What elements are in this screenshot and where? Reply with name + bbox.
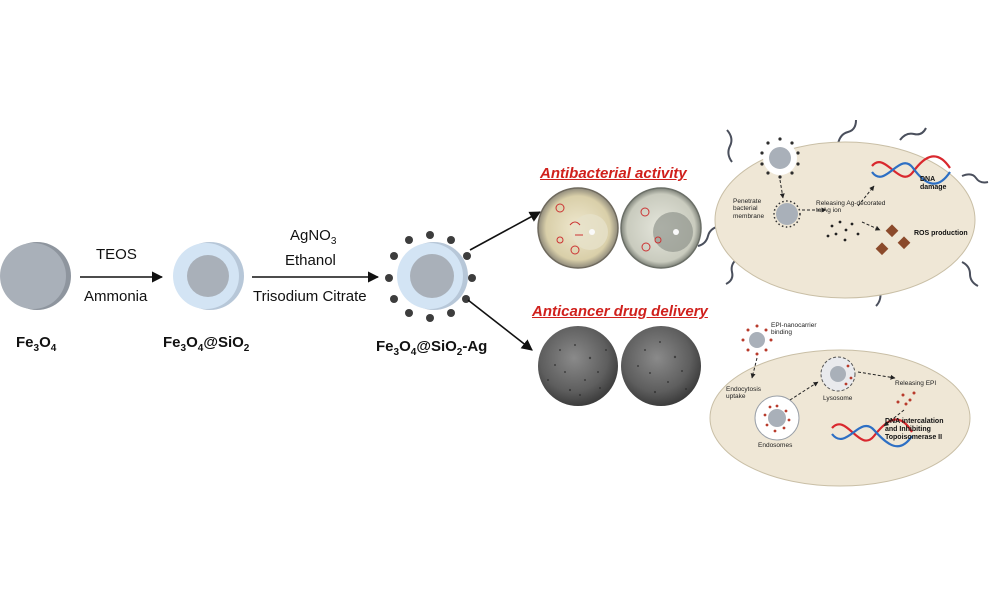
reagent-teos: TEOS [96,246,137,263]
text-releasing-epi: Releasing EPI [895,380,937,387]
sem-image-1 [538,326,618,406]
endosome [754,395,800,441]
cancer-cell [709,349,971,487]
nanoparticle-entering [760,137,800,179]
lysosome [820,356,856,392]
released-ag-ions [826,220,860,242]
reagent-ethanol: Ethanol [285,252,336,269]
text-epi-binding: EPI-nanocarrier binding [771,322,817,337]
anticancer-flow-arrows [750,357,905,427]
reagent-ammonia: Ammonia [84,288,148,305]
text-penetrate-membrane: Penetrate bacterial membrane [733,198,765,220]
nanoparticle-inside [773,200,801,228]
text-dna-damage: DNA damage [920,176,947,192]
silver-nanoparticles [385,231,476,322]
arrow-to-antibacterial [469,211,541,251]
text-dna-intercalation: DNA intercalation and Inhibiting Topoiso… [885,418,944,442]
heading-antibacterial: Antibacterial activity [540,165,687,182]
text-ros-production: ROS production [914,230,968,237]
petri-dish-1 [537,187,619,269]
reagent-agno3: AgNO3 [290,227,337,247]
released-epi [896,391,916,406]
arrow-to-anticancer [467,299,533,351]
fe3o4-sio2-ag-particle [385,231,476,322]
text-lysosome: Lysosome [823,395,853,402]
epi-nanocarrier [741,324,773,356]
text-endosomes: Endosomes [758,442,793,449]
text-endocytosis-uptake: Endocytosis uptake [726,386,762,401]
reagent-trisodium-citrate: Trisodium Citrate [253,288,367,305]
petri-dish-2 [620,187,702,269]
label-fe3o4: Fe3O4 [16,334,57,354]
antibacterial-flow-arrows [779,179,881,231]
heading-anticancer: Anticancer drug delivery [532,303,708,320]
sem-image-2 [621,326,701,406]
label-fe3o4-sio2-ag: Fe3O4@SiO2-Ag [376,338,488,358]
fe3o4-sio2-particle [173,242,244,310]
fe3o4-particle [0,242,71,310]
label-fe3o4-sio2: Fe3O4@SiO2 [163,334,250,354]
dna-helix-anticancer [831,418,913,448]
text-releasing-ag: Releasing Ag-decorated to Ag ion [816,200,886,215]
dna-helix-antibacterial [871,155,951,185]
